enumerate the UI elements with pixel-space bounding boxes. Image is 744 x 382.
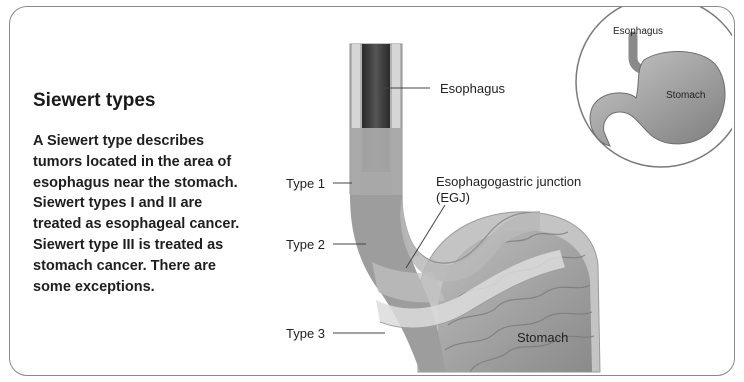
stomach-label: Stomach bbox=[517, 330, 568, 345]
type1-label: Type 1 bbox=[286, 176, 325, 191]
inset-esophagus-label: Esophagus bbox=[613, 26, 663, 37]
type3-label: Type 3 bbox=[286, 326, 325, 341]
inset-stomach-label: Stomach bbox=[666, 90, 705, 101]
egj-label-abbrev: (EGJ) bbox=[436, 190, 470, 205]
inset-stomach-illustration: Esophagus Stomach bbox=[576, 0, 744, 167]
type2-label: Type 2 bbox=[286, 237, 325, 252]
esophagus-label: Esophagus bbox=[440, 81, 506, 96]
egj-label: Esophagogastric junction bbox=[436, 174, 581, 189]
